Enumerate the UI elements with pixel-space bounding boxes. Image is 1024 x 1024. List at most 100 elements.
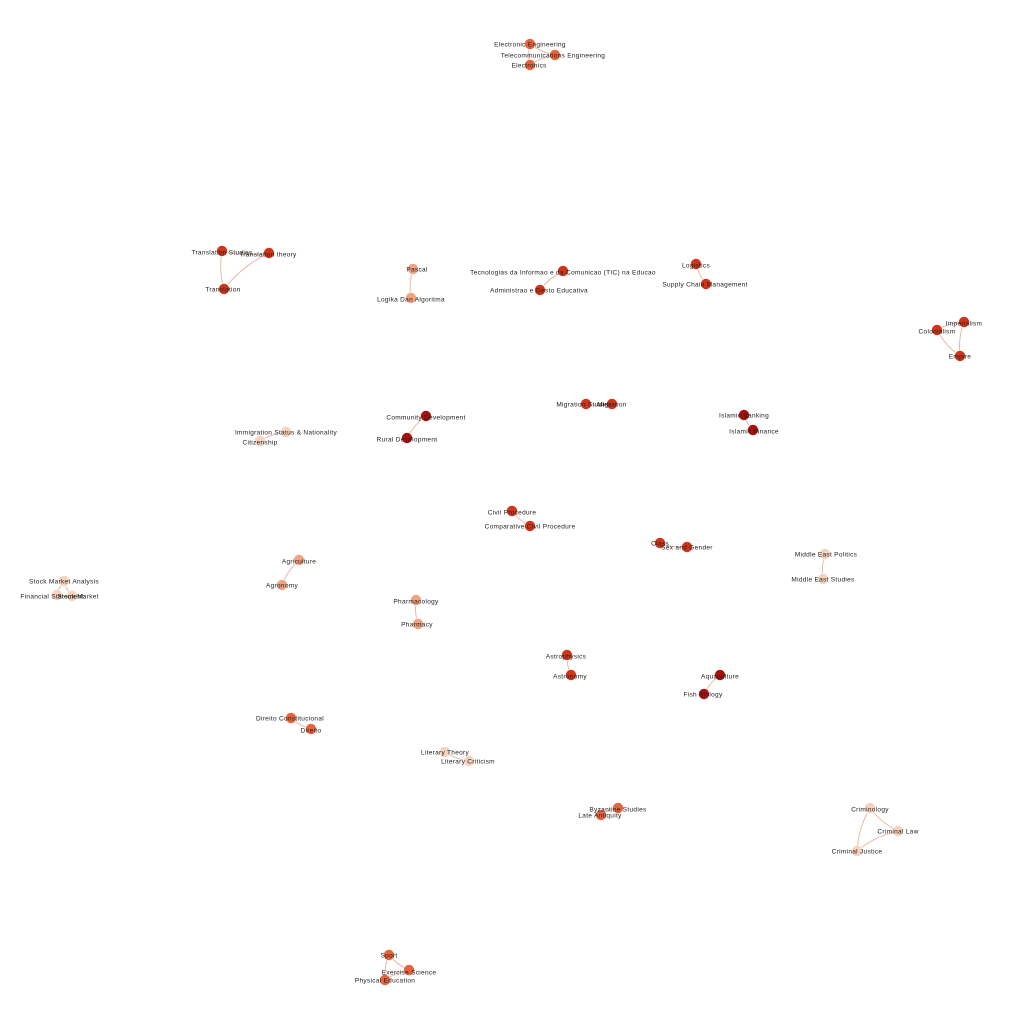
node-label: Sport xyxy=(380,952,397,959)
node-label: Administrao e Gesto Educativa xyxy=(490,287,588,294)
graph-node[interactable] xyxy=(403,964,415,976)
graph-node[interactable] xyxy=(293,554,305,566)
node-label: Translation theory xyxy=(239,251,297,258)
node-label: Telecommunications Engineering xyxy=(501,52,605,59)
node-label: Criminology xyxy=(851,806,889,813)
graph-node[interactable] xyxy=(524,38,536,50)
node-label: Literary Theory xyxy=(421,749,470,756)
node-label: Pascal xyxy=(406,266,428,273)
node-label: Migration Studies xyxy=(556,401,612,408)
node-label: Pharmacy xyxy=(401,621,433,628)
graph-node[interactable] xyxy=(681,541,693,553)
graph-node[interactable] xyxy=(557,265,569,277)
graph-node[interactable] xyxy=(958,316,970,328)
graph-node[interactable] xyxy=(864,802,876,814)
node-label: Stock Market xyxy=(57,593,99,600)
node-label: Translation Studies xyxy=(191,249,253,256)
graph-node[interactable] xyxy=(698,688,710,700)
node-label: Agronomy xyxy=(266,582,298,589)
node-label: Direito xyxy=(301,727,322,734)
node-label: Astronomy xyxy=(553,673,587,680)
node-label: Logistics xyxy=(682,262,710,269)
graph-node[interactable] xyxy=(851,845,863,857)
node-label: Physical Education xyxy=(355,977,415,984)
node-label: Electronic Engineering xyxy=(494,41,566,48)
node-label: Supply Chain Management xyxy=(662,281,747,288)
graph-node[interactable] xyxy=(401,432,413,444)
graph-node[interactable] xyxy=(439,746,451,758)
node-label: Criminal Justice xyxy=(832,848,883,855)
node-label: Middle East Studies xyxy=(791,576,855,583)
graph-node[interactable] xyxy=(819,548,831,560)
graph-node[interactable] xyxy=(524,520,536,532)
graph-node[interactable] xyxy=(954,350,966,362)
edge-n47-n49 xyxy=(856,807,871,852)
node-label: Financial Statement xyxy=(20,593,83,600)
graph-node[interactable] xyxy=(892,825,904,837)
graph-node[interactable] xyxy=(276,579,288,591)
node-label: Late Antiquity xyxy=(578,812,622,819)
graph-node[interactable] xyxy=(565,669,577,681)
graph-node[interactable] xyxy=(420,410,432,422)
node-label: Empire xyxy=(949,353,971,360)
node-label: Fish Biology xyxy=(683,691,722,698)
node-label: Logika Dan Algoritma xyxy=(377,296,445,303)
node-label: Exercise Science xyxy=(382,969,437,976)
graph-node[interactable] xyxy=(612,802,624,814)
graph-node[interactable] xyxy=(595,809,607,821)
graph-node[interactable] xyxy=(747,424,759,436)
graph-node[interactable] xyxy=(58,575,70,587)
graph-node[interactable] xyxy=(51,589,63,601)
graph-node[interactable] xyxy=(379,974,391,986)
graph-node[interactable] xyxy=(407,263,419,275)
graph-node[interactable] xyxy=(580,398,592,410)
node-label: Imperialism xyxy=(946,320,983,327)
node-label: Aquaculture xyxy=(701,673,739,680)
graph-node[interactable] xyxy=(738,409,750,421)
node-label: Migration xyxy=(597,401,627,408)
graph-node[interactable] xyxy=(549,49,561,61)
graph-node[interactable] xyxy=(524,59,536,71)
graph-node[interactable] xyxy=(305,723,317,735)
node-label: Pharmacology xyxy=(393,598,439,605)
graph-node[interactable] xyxy=(280,426,292,438)
node-label: Citizenship xyxy=(242,439,277,446)
nodes-layer xyxy=(51,38,970,986)
graph-node[interactable] xyxy=(654,537,666,549)
graph-node[interactable] xyxy=(263,247,275,259)
graph-node[interactable] xyxy=(534,284,546,296)
graph-node[interactable] xyxy=(561,649,573,661)
graph-node[interactable] xyxy=(463,755,475,767)
graph-node[interactable] xyxy=(254,435,266,447)
graph-node[interactable] xyxy=(285,712,297,724)
node-label: Stock Market Analysis xyxy=(29,578,99,585)
graph-node[interactable] xyxy=(218,283,230,295)
graph-node[interactable] xyxy=(690,258,702,270)
edge-n5-n6 xyxy=(223,252,270,290)
graph-node[interactable] xyxy=(606,398,618,410)
graph-node[interactable] xyxy=(405,292,417,304)
node-label: Agriculture xyxy=(282,558,316,565)
node-label: Sex and Gender xyxy=(661,544,713,551)
graph-node[interactable] xyxy=(383,949,395,961)
node-label: Tecnologias da Informao e da Comunicao (… xyxy=(470,269,656,276)
node-label: Direito Constitucional xyxy=(256,715,324,722)
labels-layer: Electronic EngineeringTelecommunications… xyxy=(20,41,982,984)
node-label: Class xyxy=(651,540,669,547)
graph-node[interactable] xyxy=(410,594,422,606)
node-label: Translation xyxy=(205,286,240,293)
graph-node[interactable] xyxy=(506,505,518,517)
graph-node[interactable] xyxy=(66,590,78,602)
graph-node[interactable] xyxy=(817,573,829,585)
node-label: Colonialism xyxy=(919,328,956,335)
node-label: Astrophysics xyxy=(546,653,587,660)
node-label: Islamic Banking xyxy=(719,412,769,419)
graph-node[interactable] xyxy=(412,618,424,630)
graph-node[interactable] xyxy=(700,278,712,290)
graph-node[interactable] xyxy=(216,245,228,257)
node-label: Criminal Law xyxy=(877,828,918,835)
node-label: Islamic Finance xyxy=(729,428,779,435)
graph-node[interactable] xyxy=(714,669,726,681)
graph-node[interactable] xyxy=(931,324,943,336)
